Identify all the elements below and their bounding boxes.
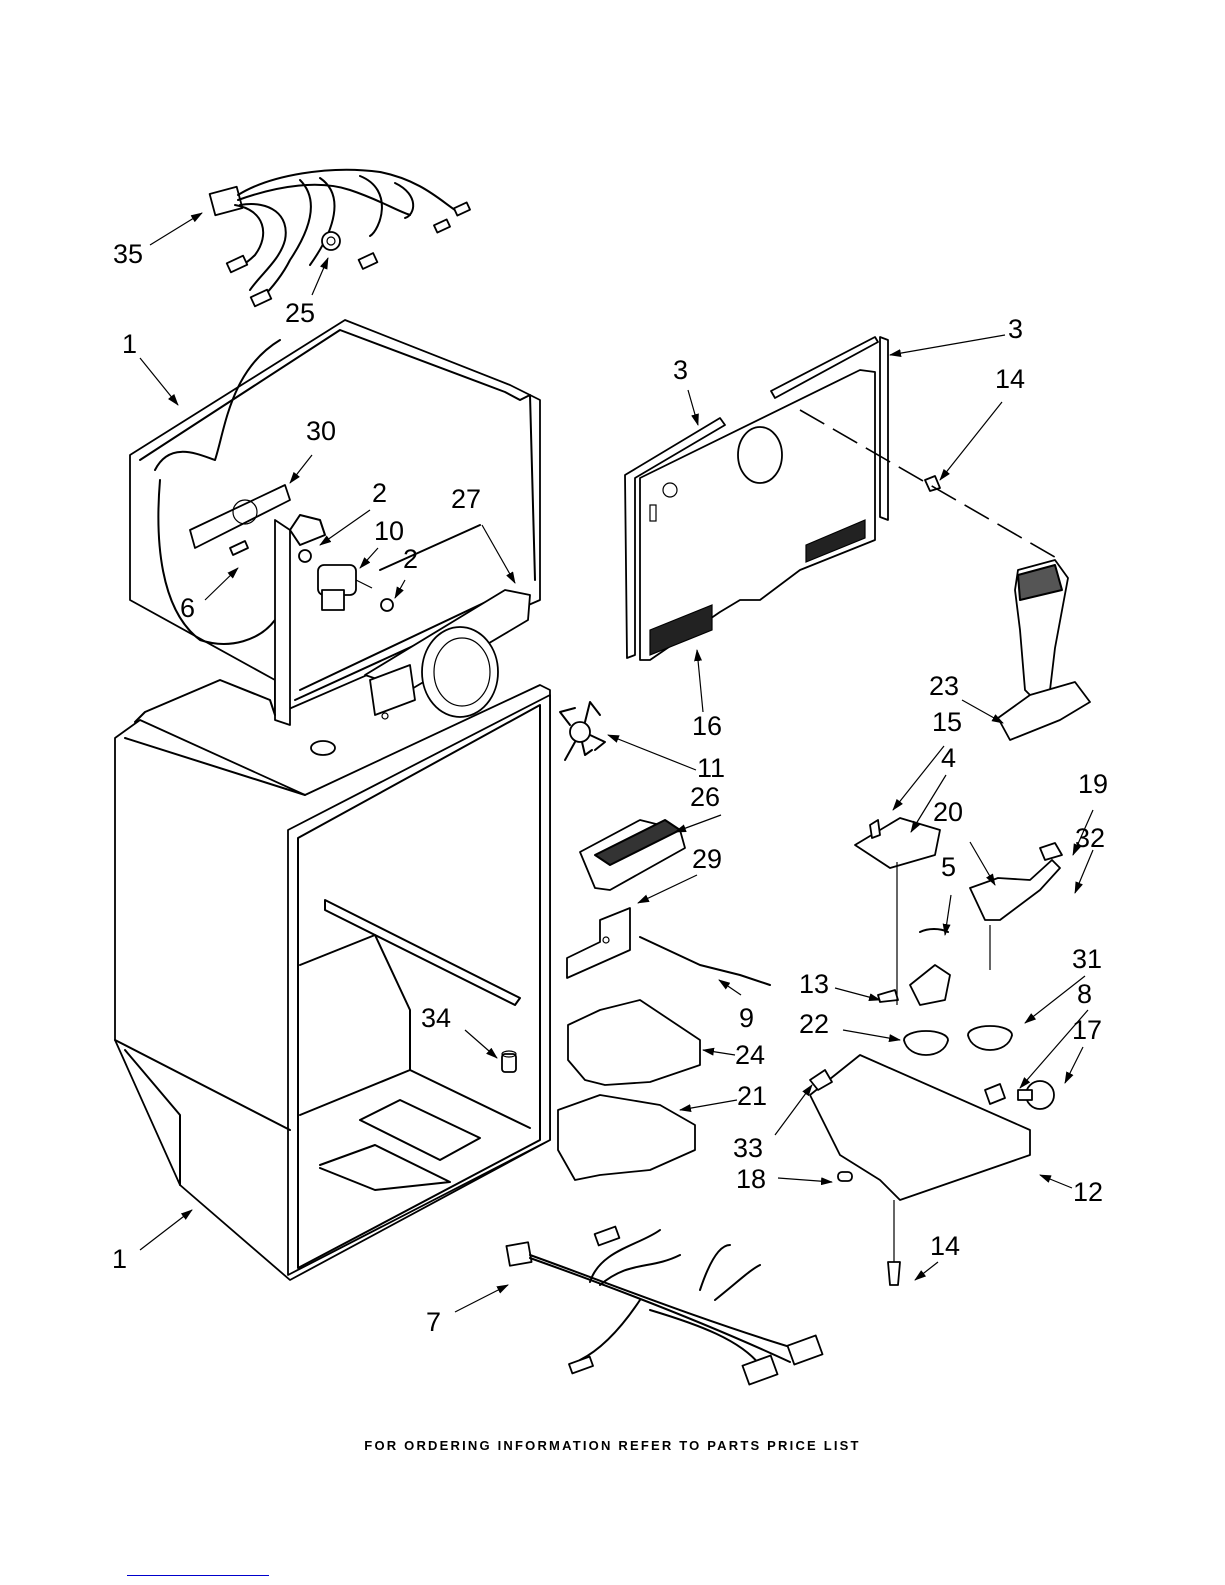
ordering-note: FOR ORDERING INFORMATION REFER TO PARTS … — [0, 1438, 1225, 1453]
callout-20: 20 — [933, 797, 963, 827]
callout-14a: 14 — [995, 364, 1025, 394]
callout-1b: 1 — [112, 1244, 127, 1274]
fan-blade — [560, 702, 605, 760]
callout-11: 11 — [697, 753, 725, 783]
callout-25: 25 — [285, 298, 315, 328]
callout-9: 9 — [739, 1003, 754, 1033]
callout-19: 19 — [1078, 769, 1108, 799]
callout-32: 32 — [1075, 823, 1105, 853]
air-duct — [998, 560, 1090, 740]
callout-29: 29 — [692, 844, 722, 874]
callout-12: 12 — [1073, 1177, 1103, 1207]
callout-10: 10 — [374, 516, 404, 546]
callout-31: 31 — [1072, 944, 1102, 974]
evaporator-cover — [625, 337, 888, 660]
callout-5: 5 — [941, 852, 956, 882]
callout-18: 18 — [736, 1164, 766, 1194]
callout-1: 1 — [122, 329, 137, 359]
callout-3a: 3 — [673, 355, 688, 385]
control-housing-assembly — [810, 818, 1062, 1285]
callout-2: 2 — [372, 478, 387, 508]
upper-wire-harness — [210, 170, 470, 307]
callout-21: 21 — [737, 1081, 767, 1111]
baffle-plate — [567, 908, 630, 978]
callout-27: 27 — [451, 484, 481, 514]
lower-wire-harness — [506, 1227, 822, 1385]
cover-21 — [558, 1095, 695, 1180]
freezer-liner — [130, 320, 540, 725]
callout-33: 33 — [733, 1133, 763, 1163]
cover-24 — [568, 1000, 700, 1085]
callout-16: 16 — [692, 711, 722, 741]
callout-24: 24 — [735, 1040, 765, 1070]
callout-4: 4 — [941, 743, 956, 773]
callout-2b: 2 — [403, 544, 418, 574]
callout-17: 17 — [1072, 1015, 1102, 1045]
callout-23: 23 — [929, 671, 959, 701]
fresh-food-liner — [115, 680, 550, 1280]
callout-3b: 3 — [1008, 314, 1023, 344]
callout-35: 35 — [113, 239, 143, 269]
callout-30: 30 — [306, 416, 336, 446]
callout-22: 22 — [799, 1009, 829, 1039]
callout-8: 8 — [1077, 979, 1092, 1009]
callout-6: 6 — [180, 593, 195, 623]
control-panel — [580, 820, 685, 890]
callout-15: 15 — [932, 707, 962, 737]
callout-13: 13 — [799, 969, 829, 999]
sensor-lead — [640, 937, 770, 985]
empty-link[interactable] — [127, 1575, 269, 1576]
callout-14b: 14 — [930, 1231, 960, 1261]
callout-26: 26 — [690, 782, 720, 812]
callout-34: 34 — [421, 1003, 451, 1033]
callout-7: 7 — [426, 1307, 441, 1337]
